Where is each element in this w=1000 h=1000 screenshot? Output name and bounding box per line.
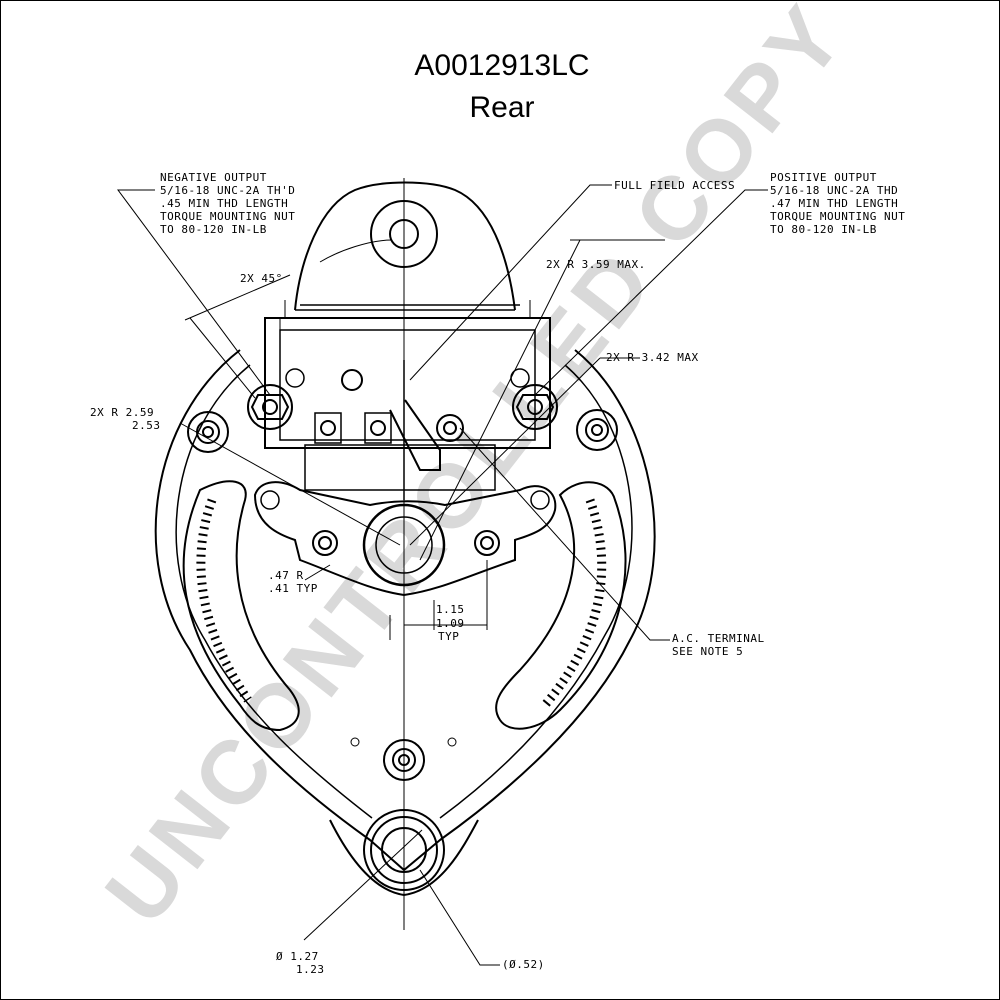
positive-output-line-4: TORQUE MOUNTING NUT [770,210,905,223]
positive-output-stud [512,384,558,430]
radius-3-42-label: 2X R 3.42 MAX [606,351,699,364]
part-number-title: A0012913LC [414,49,589,82]
ac-terminal-label-2: SEE NOTE 5 [672,645,743,658]
bottom-through-bolt [383,739,425,781]
spacing-label-3: TYP [438,630,459,643]
positive-output-line-1: POSITIVE OUTPUT [770,171,877,184]
spacing-label-1: 1.15 [436,603,465,616]
negative-output-line-1: NEGATIVE OUTPUT [160,171,267,184]
positive-output-line-5: TO 80-120 IN-LB [770,223,877,236]
bearing-boss-plate [253,481,557,597]
negative-output-line-2: 5/16-18 UNC-2A TH'D [160,184,295,197]
negative-output-line-3: .45 MIN THD LENGTH [160,197,288,210]
slot-radius-label-2: .41 TYP [268,582,318,595]
bore-diameter-label-2: 1.23 [296,963,325,976]
view-subtitle: Rear [469,91,534,124]
dimension-leaders [117,184,768,966]
negative-output-stud [247,384,293,430]
radius-2-53-label: 2.53 [132,419,161,432]
hole-diameter-label: (Ø.52) [502,958,545,971]
uncontrolled-copy-watermark: UNCONTROLLED COPY [87,0,866,942]
spacing-label-2: 1.09 [436,617,465,630]
bore-diameter-label-1: Ø 1.27 [276,950,319,963]
housing-details [284,300,531,747]
negative-output-callout: NEGATIVE OUTPUT 5/16-18 UNC-2A TH'D .45 … [160,171,295,236]
slot-radius-label-1: .47 R [268,569,304,582]
positive-output-line-2: 5/16-18 UNC-2A THD [770,184,898,197]
negative-output-line-4: TORQUE MOUNTING NUT [160,210,295,223]
ac-terminal-label-1: A.C. TERMINAL [672,632,765,645]
terminal-block [264,317,551,491]
negative-output-line-5: TO 80-120 IN-LB [160,223,267,236]
positive-output-line-3: .47 MIN THD LENGTH [770,197,898,210]
right-vent-slots [495,481,627,730]
radius-3-59-label: 2X R 3.59 MAX. [546,258,646,271]
positive-output-callout: POSITIVE OUTPUT 5/16-18 UNC-2A THD .47 M… [770,171,905,236]
radius-2-59-label: 2X R 2.59 [90,406,154,419]
right-through-bolt [576,409,618,451]
left-vent-slots [182,480,300,732]
top-mount-hole [370,200,438,268]
full-field-access-label: FULL FIELD ACCESS [614,179,735,192]
angle-45-label: 2X 45° [240,272,283,285]
bottom-mount-bore [363,809,445,891]
